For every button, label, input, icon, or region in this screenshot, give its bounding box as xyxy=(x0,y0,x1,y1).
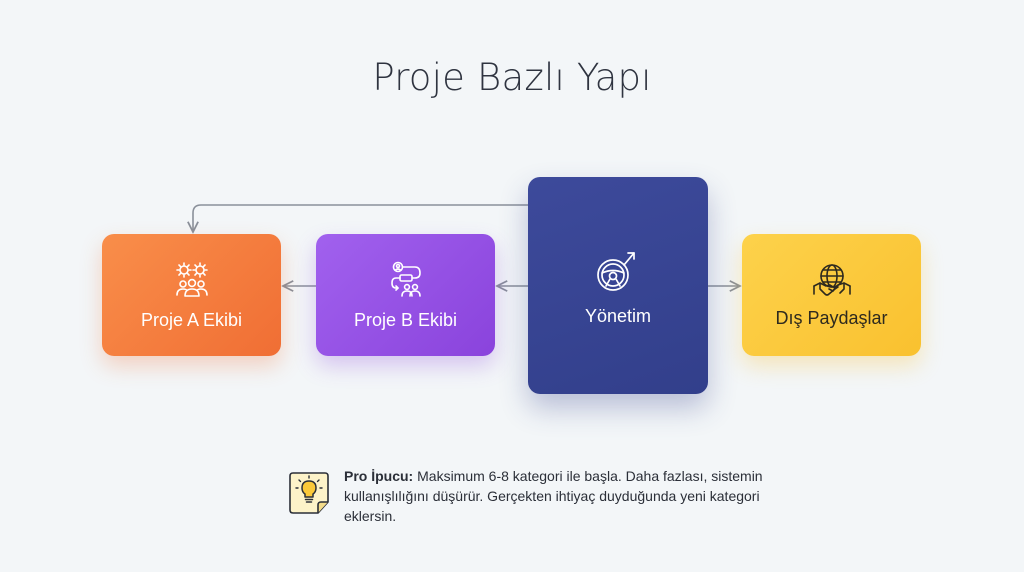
globe-handshake-icon xyxy=(812,264,851,296)
pro-tip-callout: Pro İpucu: Maksimum 6-8 kategori ile baş… xyxy=(286,462,786,532)
node-label: Proje B Ekibi xyxy=(353,310,458,330)
pro-tip-body: Maksimum 6-8 kategori ile başla. Daha fa… xyxy=(344,468,763,524)
pro-tip-text: Pro İpucu: Maksimum 6-8 kategori ile baş… xyxy=(344,466,774,526)
node-proje-a-ekibi: Proje A Ekibi xyxy=(102,234,281,356)
node-proje-b-ekibi: Proje B Ekibi xyxy=(316,234,495,356)
node-label: Yönetim xyxy=(584,305,652,326)
page-title: Proje Bazlı Yapı xyxy=(372,56,652,99)
pro-tip-label: Pro İpucu: xyxy=(344,468,414,484)
connector-yonetim-to-proje-a xyxy=(193,204,528,232)
lightbulb-icon xyxy=(289,472,329,514)
node-label: Dış Paydaşlar xyxy=(775,308,888,328)
node-yonetim: Yönetim xyxy=(528,177,708,394)
node-dis-paydaslar: Dış Paydaşlar xyxy=(742,234,921,356)
gears-team-icon xyxy=(175,262,208,297)
node-label: Proje A Ekibi xyxy=(140,310,243,330)
workflow-people-icon xyxy=(390,261,421,297)
steering-wheel-arrow-icon xyxy=(597,251,635,291)
